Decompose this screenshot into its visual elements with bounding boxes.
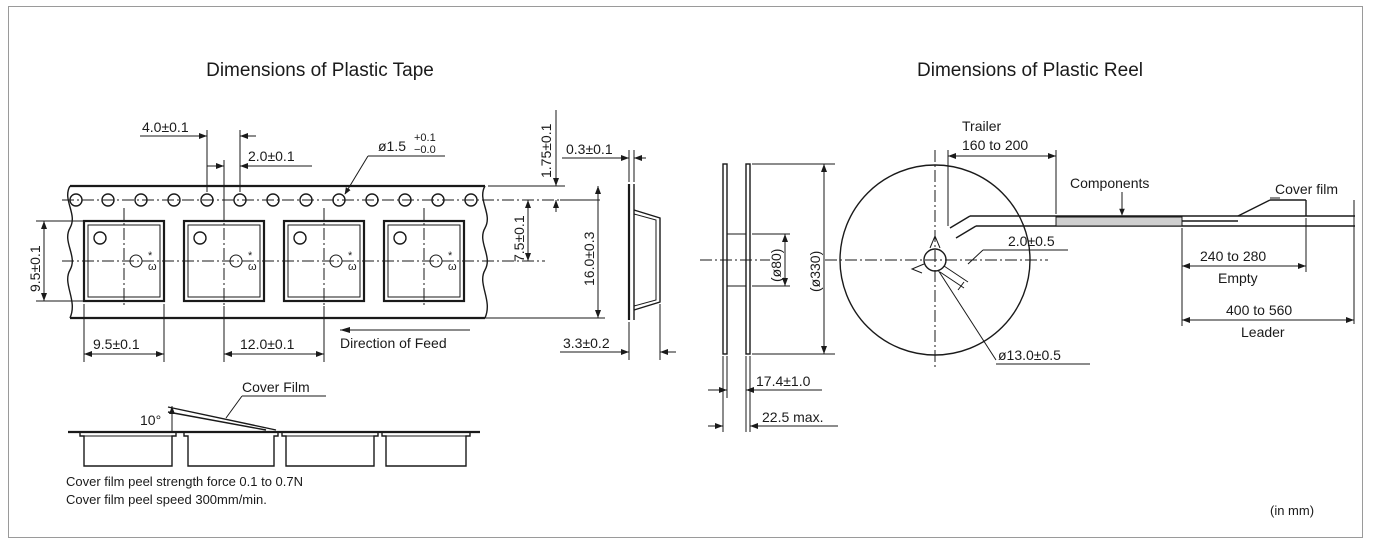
cover-film-label: Cover Film xyxy=(242,379,310,395)
dim-center-to-hole-label: 7.5±0.1 xyxy=(511,215,527,262)
cover-film-peel: 10° Cover Film xyxy=(68,379,480,467)
components-callout: Components xyxy=(1070,175,1149,216)
direction-of-feed: Direction of Feed xyxy=(340,327,470,351)
peel-speed-note: Cover film peel speed 300mm/min. xyxy=(66,492,267,507)
trailer-range-label: 160 to 200 xyxy=(962,137,1028,153)
reel-side-view xyxy=(700,163,770,355)
svg-text:*: * xyxy=(448,250,453,262)
tape-title: Dimensions of Plastic Tape xyxy=(206,60,434,81)
pocket-1 xyxy=(82,208,166,306)
svg-text:ω: ω xyxy=(148,261,157,273)
dim-arbor: ø13.0±0.5 xyxy=(937,269,1090,365)
reel-tape-path xyxy=(949,199,1355,239)
dim-hole-diameter: ø1.5 +0.1 −0.0 xyxy=(344,132,445,195)
components-label: Components xyxy=(1070,175,1149,191)
dim-hole-diameter-tol-plus: +0.1 xyxy=(414,132,436,144)
dim-tape-depth-label: 3.3±0.2 xyxy=(563,335,610,351)
dim-edge-to-hole-label: 1.75±0.1 xyxy=(538,123,554,178)
pocket-4 xyxy=(382,208,466,306)
component-markings: *ω *ω *ω *ω xyxy=(129,250,457,273)
dim-outer-width: 22.5 max. xyxy=(708,356,838,432)
units-note: (in mm) xyxy=(1270,503,1314,518)
svg-text:*: * xyxy=(348,250,353,262)
dim-hole-to-cavity: 2.0±0.1 xyxy=(207,148,312,210)
peel-strength-note: Cover film peel strength force 0.1 to 0.… xyxy=(66,474,303,489)
dim-slot: 2.0±0.5 xyxy=(957,233,1068,291)
dim-empty: 240 to 280 Empty xyxy=(1181,218,1307,326)
hub-diameter-label: (ø80) xyxy=(768,249,784,282)
dim-tape-width: 16.0±0.3 xyxy=(485,186,605,319)
reel-title: Dimensions of Plastic Reel xyxy=(917,60,1143,81)
tape-side-profile xyxy=(627,184,661,320)
dim-hub-diameter: (ø80) xyxy=(752,233,790,287)
dim-trailer: Trailer 160 to 200 xyxy=(947,118,1057,226)
dim-cavity-width: 9.5±0.1 xyxy=(83,304,165,362)
reel-diameter-label: (ø330) xyxy=(807,251,823,292)
direction-of-feed-label: Direction of Feed xyxy=(340,335,447,351)
figure-frame xyxy=(8,6,1363,538)
arbor-diameter-label: ø13.0±0.5 xyxy=(998,347,1061,363)
cover-film-callout: Cover film xyxy=(1270,181,1355,324)
sprocket-holes xyxy=(69,193,478,207)
dim-cavity-height-label: 9.5±0.1 xyxy=(27,245,43,292)
dim-edge-to-hole: 1.75±0.1 xyxy=(488,110,600,212)
svg-text:ω: ω xyxy=(248,261,257,273)
dim-thickness: 0.3±0.1 xyxy=(562,141,646,182)
dim-hole-diameter-tol-minus: −0.0 xyxy=(414,144,436,156)
dim-cavity-height: 9.5±0.1 xyxy=(27,220,84,302)
outer-width-label: 22.5 max. xyxy=(762,409,823,425)
leader-range-label: 400 to 560 xyxy=(1226,302,1292,318)
svg-text:ω: ω xyxy=(448,261,457,273)
pocket-2 xyxy=(182,208,266,306)
slot-label: 2.0±0.5 xyxy=(1008,233,1055,249)
peel-angle-label: 10° xyxy=(140,412,161,428)
dim-reel-diameter: (ø330) xyxy=(752,163,835,355)
svg-text:*: * xyxy=(148,250,153,262)
empty-label: Empty xyxy=(1218,270,1258,286)
reel-cover-film-label: Cover film xyxy=(1275,181,1338,197)
svg-text:*: * xyxy=(248,250,253,262)
dim-cavity-pitch: 12.0±0.1 xyxy=(223,306,325,362)
dim-hole-to-cavity-label: 2.0±0.1 xyxy=(248,148,295,164)
inner-width-label: 17.4±1.0 xyxy=(756,373,811,389)
leader-label: Leader xyxy=(1241,324,1285,340)
dim-leader: 400 to 560 Leader xyxy=(1182,302,1354,340)
dim-hole-pitch: 4.0±0.1 xyxy=(140,119,256,192)
empty-range-label: 240 to 280 xyxy=(1200,248,1266,264)
dim-center-to-hole: 7.5±0.1 xyxy=(511,200,531,262)
reel-face xyxy=(825,150,1048,370)
dim-cavity-pitch-label: 12.0±0.1 xyxy=(240,336,295,352)
dim-tape-depth: 3.3±0.2 xyxy=(560,304,676,360)
dim-hole-diameter-label: ø1.5 xyxy=(378,138,406,154)
dim-tape-width-label: 16.0±0.3 xyxy=(581,231,597,286)
pocket-3 xyxy=(282,208,366,306)
dim-cavity-width-label: 9.5±0.1 xyxy=(93,336,140,352)
dim-hole-pitch-label: 4.0±0.1 xyxy=(142,119,189,135)
trailer-label: Trailer xyxy=(962,118,1001,134)
dim-inner-width: 17.4±1.0 xyxy=(708,356,822,432)
dim-thickness-label: 0.3±0.1 xyxy=(566,141,613,157)
svg-text:ω: ω xyxy=(348,261,357,273)
tape-pockets xyxy=(82,208,466,306)
